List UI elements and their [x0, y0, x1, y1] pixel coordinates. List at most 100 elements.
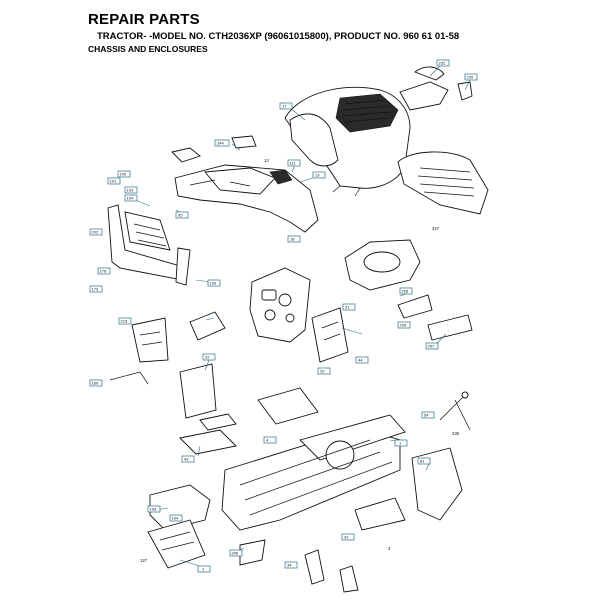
section-title: CHASSIS AND ENCLOSURES [88, 44, 208, 54]
plain-part-numbers: 227 13 239 3 127 [140, 158, 460, 563]
svg-text:1: 1 [399, 441, 402, 446]
svg-text:20: 20 [320, 369, 325, 374]
label-226: 226 [397, 321, 411, 329]
svg-text:4: 4 [266, 438, 269, 443]
svg-text:33: 33 [344, 535, 349, 540]
main-frame [221, 414, 406, 531]
callout-labels: 17 232 235 244 111 13 100 101 103 104 95… [89, 59, 478, 573]
label-34: 34 [284, 561, 298, 569]
svg-text:111: 111 [290, 161, 297, 166]
foot-rest [179, 413, 237, 455]
label-54a: 54 [421, 411, 435, 419]
small-panel-top [171, 135, 257, 163]
fender-trim [397, 294, 473, 341]
svg-text:244: 244 [217, 141, 224, 146]
fender-pan [344, 239, 421, 291]
label-111: 111 [287, 159, 301, 167]
label-20: 20 [317, 367, 331, 375]
label-18: 18 [287, 235, 301, 243]
label-95: 95 [175, 211, 189, 219]
page-title: REPAIR PARTS [88, 11, 200, 28]
svg-text:34: 34 [287, 563, 292, 568]
console [249, 267, 311, 343]
side-plate [179, 363, 217, 419]
svg-text:31: 31 [345, 305, 350, 310]
label-235: 235 [464, 73, 478, 81]
label-103b: 103 [147, 505, 161, 513]
label-1b: 1 [197, 565, 211, 573]
hood-assembly [284, 86, 411, 197]
svg-text:215: 215 [121, 319, 128, 324]
svg-text:232: 232 [439, 61, 446, 66]
svg-text:103: 103 [127, 188, 134, 193]
label-22: 22 [202, 353, 216, 361]
model-subtitle: TRACTOR- -MODEL NO. CTH2036XP (960610158… [97, 31, 460, 42]
svg-text:44: 44 [358, 358, 363, 363]
label-4: 4 [263, 436, 277, 444]
svg-text:178: 178 [100, 269, 107, 274]
rear-hitch [354, 447, 463, 531]
label-103: 103 [124, 186, 138, 194]
svg-text:127: 127 [140, 558, 148, 563]
svg-text:1: 1 [202, 567, 205, 572]
lever-right [439, 391, 471, 431]
label-43: 43 [181, 455, 195, 463]
label-hood: 17 [279, 102, 293, 110]
svg-text:3: 3 [388, 546, 391, 551]
label-81: 81 [417, 457, 431, 465]
dash-panel [174, 164, 319, 233]
label-100: 100 [117, 170, 131, 178]
svg-text:81: 81 [420, 459, 425, 464]
label-173: 173 [89, 285, 103, 293]
svg-text:101: 101 [110, 179, 117, 184]
svg-text:160: 160 [92, 381, 99, 386]
svg-text:104: 104 [127, 196, 134, 201]
svg-text:202: 202 [92, 230, 99, 235]
console-bracket [311, 307, 349, 363]
svg-text:173: 173 [92, 287, 99, 292]
label-31: 31 [342, 303, 356, 311]
lever-left [109, 371, 149, 385]
label-257: 257 [425, 342, 439, 350]
svg-text:228: 228 [402, 289, 409, 294]
svg-text:103: 103 [150, 507, 157, 512]
svg-text:257: 257 [428, 344, 435, 349]
label-104: 104 [124, 194, 138, 202]
svg-text:22: 22 [205, 355, 210, 360]
label-44a: 44 [355, 356, 369, 364]
svg-text:239: 239 [452, 431, 460, 436]
label-244: 244 [214, 139, 230, 147]
svg-text:13: 13 [315, 173, 320, 178]
label-199: 199 [207, 279, 221, 287]
label-202: 202 [89, 228, 103, 236]
axle-bracket [239, 539, 359, 593]
svg-text:227: 227 [432, 226, 440, 231]
label-228: 228 [399, 287, 413, 295]
svg-text:13: 13 [264, 158, 269, 163]
svg-text:226: 226 [400, 323, 407, 328]
svg-text:95: 95 [178, 213, 183, 218]
label-33: 33 [341, 533, 355, 541]
label-215: 215 [118, 317, 132, 325]
battery-bracket [131, 311, 226, 363]
label-178: 178 [97, 267, 111, 275]
label-232: 232 [436, 59, 450, 67]
grille-panel [397, 151, 489, 215]
svg-text:17: 17 [282, 104, 287, 109]
svg-text:54: 54 [424, 413, 429, 418]
label-13: 13 [312, 171, 326, 179]
hood-top-bracket [399, 66, 473, 111]
front-bumper [147, 484, 211, 569]
svg-text:100: 100 [120, 172, 127, 177]
label-1a: 1 [394, 439, 408, 447]
label-160: 160 [89, 379, 103, 387]
label-104b: 104 [169, 514, 183, 522]
svg-text:199: 199 [210, 281, 217, 286]
label-206: 206 [229, 549, 243, 557]
svg-text:235: 235 [467, 75, 474, 80]
label-101: 101 [107, 177, 121, 185]
svg-text:206: 206 [232, 551, 239, 556]
front-frame-left [107, 204, 191, 286]
svg-text:18: 18 [290, 237, 295, 242]
